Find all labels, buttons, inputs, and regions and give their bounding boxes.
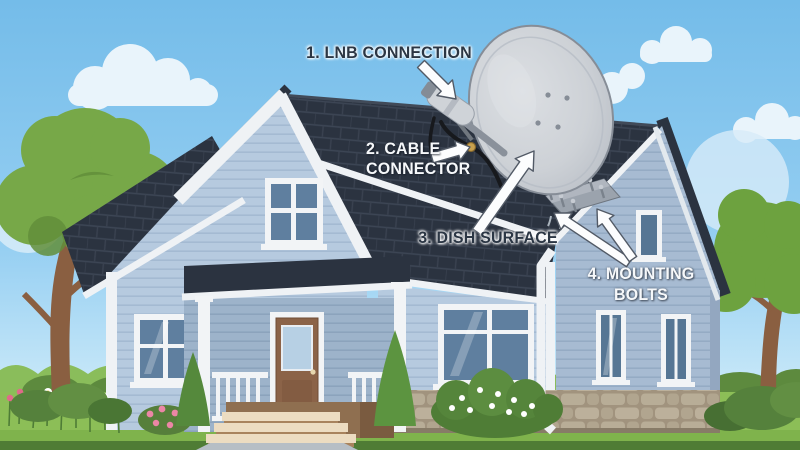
satellite-dish: [420, 24, 621, 230]
evergreen-shrub: [176, 352, 210, 426]
mounting-bolts-arrow-icon: [553, 212, 633, 268]
upper-eave-trim: [313, 158, 558, 245]
right-gable-wall-shade: [710, 290, 720, 430]
corner-trim: [546, 262, 555, 432]
callout-cable-connector: 2. CABLE CONNECTOR: [366, 139, 470, 179]
window: [130, 314, 202, 388]
callout-line: BOLTS: [614, 285, 668, 304]
porch-fascia: [181, 281, 413, 301]
callout-line: 4. MOUNTING: [587, 264, 695, 283]
bushes-left: [10, 383, 132, 424]
callout-line: 1. LNB CONNECTION: [306, 43, 472, 62]
mounting-bolts-arrow-icon: [596, 208, 638, 263]
callout-lnb-connection: 1. LNB CONNECTION: [303, 43, 474, 63]
porch-roof: [184, 256, 410, 294]
white-flower-bush: [431, 368, 563, 438]
gable-fascia-right: [276, 92, 375, 269]
right-gable-roof-edge: [656, 116, 731, 298]
evergreen-shrub: [374, 330, 416, 426]
callout-line: 2. CABLE: [366, 139, 441, 158]
callout-line: CONNECTOR: [366, 159, 471, 178]
dish-surface-dots: [535, 92, 570, 130]
porch-steps: [206, 412, 356, 447]
window: [657, 314, 695, 387]
corner-trim: [106, 272, 117, 430]
front-door: [270, 312, 324, 418]
bushes-right: [704, 382, 800, 431]
cable-connector-arrow-icon: [429, 140, 471, 164]
lawn-edge: [0, 441, 800, 450]
cloud-icon: [68, 44, 218, 110]
gable-fascia-left: [173, 89, 289, 205]
dish-surface-arrow-icon: [471, 150, 535, 236]
window: [632, 210, 666, 262]
lnb-arrow-icon: [416, 59, 457, 100]
mounting-bracket: [545, 167, 621, 215]
callout-line: 3. DISH SURFACE: [418, 228, 558, 247]
right-gable-fascia-right: [652, 126, 721, 301]
attic-window: [261, 178, 327, 250]
window: [592, 310, 630, 385]
cloud-icon: [640, 26, 712, 64]
callout-mounting-bolts: 4. MOUNTING BOLTS: [580, 263, 702, 305]
walkway: [196, 443, 358, 450]
callout-dish-surface: 3. DISH SURFACE: [418, 228, 559, 248]
